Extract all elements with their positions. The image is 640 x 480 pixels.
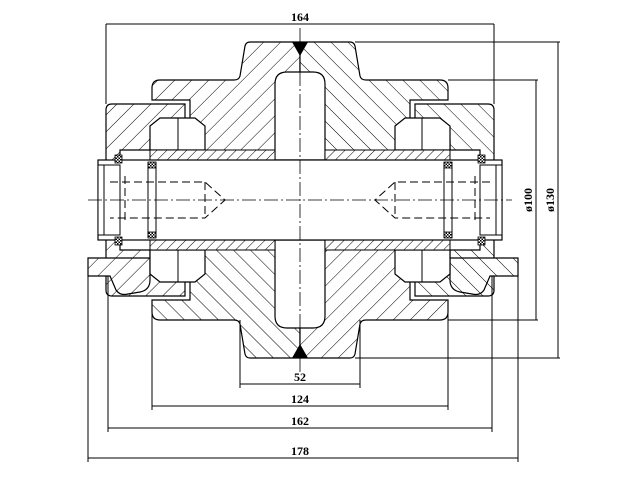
dim-shaft-span: 162 — [291, 414, 309, 428]
roller-body — [151, 41, 449, 359]
dim-diameter-inner: ø100 — [521, 188, 535, 212]
dim-body-width: 124 — [291, 392, 309, 406]
dim-top-width: 164 — [291, 10, 309, 24]
dim-tread-width: 52 — [294, 370, 306, 384]
bottom-marker-icon — [292, 344, 308, 358]
dimension-lines — [87, 23, 560, 462]
top-marker-icon — [292, 42, 308, 56]
dim-overall-width: 178 — [291, 444, 309, 458]
dim-diameter-outer: ø130 — [543, 188, 557, 212]
bearings — [149, 117, 451, 283]
seals — [114, 154, 486, 246]
